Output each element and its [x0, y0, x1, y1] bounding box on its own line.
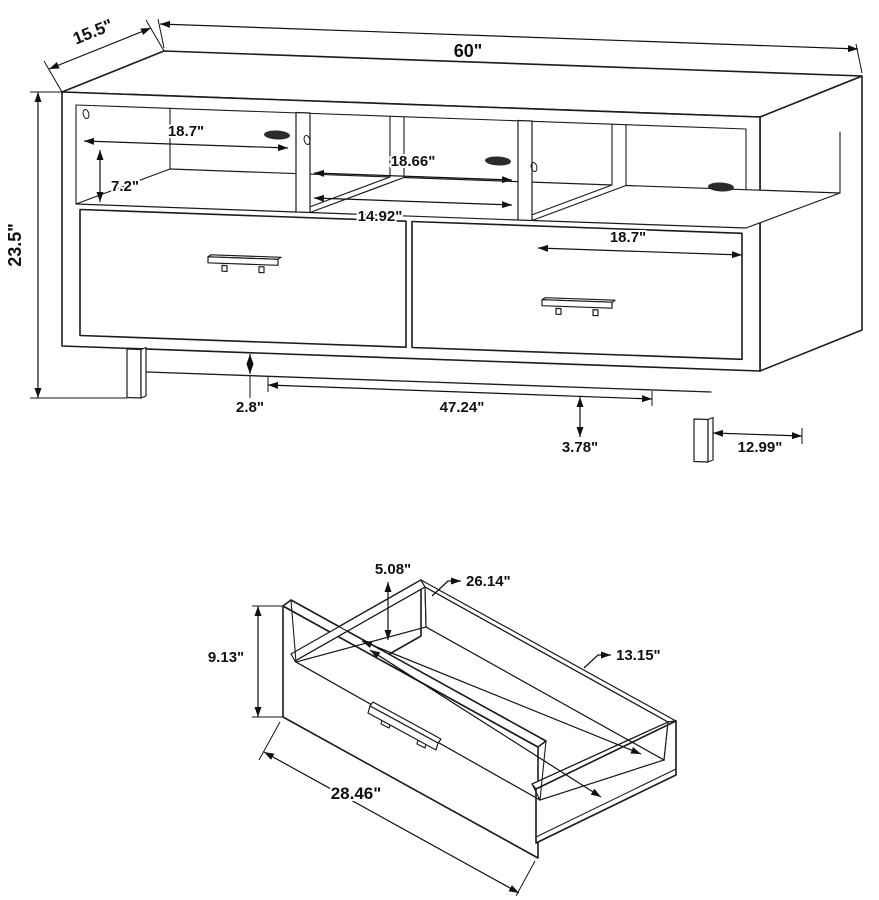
- pin-hole-center: [303, 134, 311, 146]
- ext-line: [515, 860, 536, 897]
- dim-label-right-opening: 18.7": [610, 229, 646, 246]
- handle-post: [258, 266, 265, 274]
- dim-label-drawer-width: 28.46": [331, 784, 382, 803]
- dim-line-interior-depth: [369, 649, 602, 798]
- dim-line-right-opening: [537, 244, 743, 259]
- tv-divider1-front: [295, 111, 311, 214]
- tv-stand-dimensions: 60" 15.5" 23.5" 18.7" 7.2" 18.66" 14.92": [3, 13, 863, 458]
- dim-label-overall-height: 23.5": [5, 223, 25, 267]
- dim-line-leg-inset: [712, 429, 803, 440]
- tv-right-face: [759, 75, 863, 372]
- dim-label-side-height: 5.08": [375, 561, 411, 578]
- right-leg-side: [707, 416, 714, 463]
- tv-stand-figure: 60" 15.5" 23.5" 18.7" 7.2" 18.66" 14.92": [3, 13, 863, 463]
- cable-hole-left: [264, 130, 290, 140]
- left-leg-side: [140, 346, 147, 399]
- handle-bar-front: [541, 299, 613, 309]
- dim-label-interior-width: 26.14": [466, 573, 511, 590]
- leader-interior-depth: [583, 651, 611, 669]
- right-leg-front: [693, 418, 709, 463]
- drawer-figure: 9.13" 5.08" 26.14" 13.15" 28.46": [206, 559, 677, 897]
- handle-post: [555, 307, 562, 315]
- dim-label-interior-depth: 13.15": [616, 647, 661, 664]
- pin-hole-right: [530, 161, 538, 173]
- tv-divider2-front: [517, 119, 533, 222]
- dim-line-overall-width: [159, 20, 859, 53]
- ext-line: [855, 43, 863, 74]
- dim-label-front-height: 9.13": [208, 649, 244, 666]
- dim-line-drawer-width: [263, 751, 520, 894]
- dim-line-left-opening: [83, 137, 289, 152]
- ext-line: [145, 19, 165, 52]
- cable-hole-center: [485, 156, 511, 166]
- dim-line-top-depth: [48, 27, 152, 70]
- dim-label-center-opening: 18.66": [391, 153, 436, 170]
- dim-line-center-opening: [313, 169, 513, 184]
- ext-line: [43, 60, 63, 93]
- handle-bar-front: [207, 256, 279, 266]
- tv-left-drawer-front: [79, 208, 407, 348]
- dim-label-bottom-gap: 2.8": [236, 399, 264, 416]
- dim-label-leg-inset: 12.99": [738, 439, 783, 456]
- dim-label-overall-width: 60": [454, 41, 483, 61]
- dim-label-left-opening: 18.7": [168, 123, 204, 140]
- right-drawer-handle: [541, 297, 616, 317]
- dim-label-opening-height: 7.2": [111, 178, 139, 195]
- dim-line-center-shelf: [313, 194, 513, 209]
- pin-hole-left: [82, 108, 90, 120]
- dim-label-center-shelf: 14.92": [358, 208, 403, 225]
- dim-label-top-depth: 15.5": [70, 15, 115, 48]
- left-leg-front: [126, 348, 142, 399]
- handle-post: [221, 264, 228, 272]
- left-drawer-handle: [207, 254, 282, 274]
- leader-interior-width: [431, 577, 461, 597]
- dim-label-leg-span: 47.24": [440, 399, 485, 416]
- tv-top-underside-edge: [75, 104, 747, 130]
- drawer-bottom-panel-edge: [535, 768, 677, 838]
- cable-hole-right: [708, 182, 734, 192]
- ext-line: [258, 721, 281, 761]
- dim-label-leg-height: 3.78": [562, 439, 598, 456]
- tv-right-drawer-front: [411, 220, 743, 361]
- ext-line: [157, 18, 165, 49]
- base-stretcher-line: [132, 370, 712, 393]
- drawer-dimensions: 9.13" 5.08" 26.14" 13.15" 28.46": [206, 559, 663, 897]
- handle-post: [592, 309, 599, 317]
- dim-line-leg-span: [267, 381, 653, 403]
